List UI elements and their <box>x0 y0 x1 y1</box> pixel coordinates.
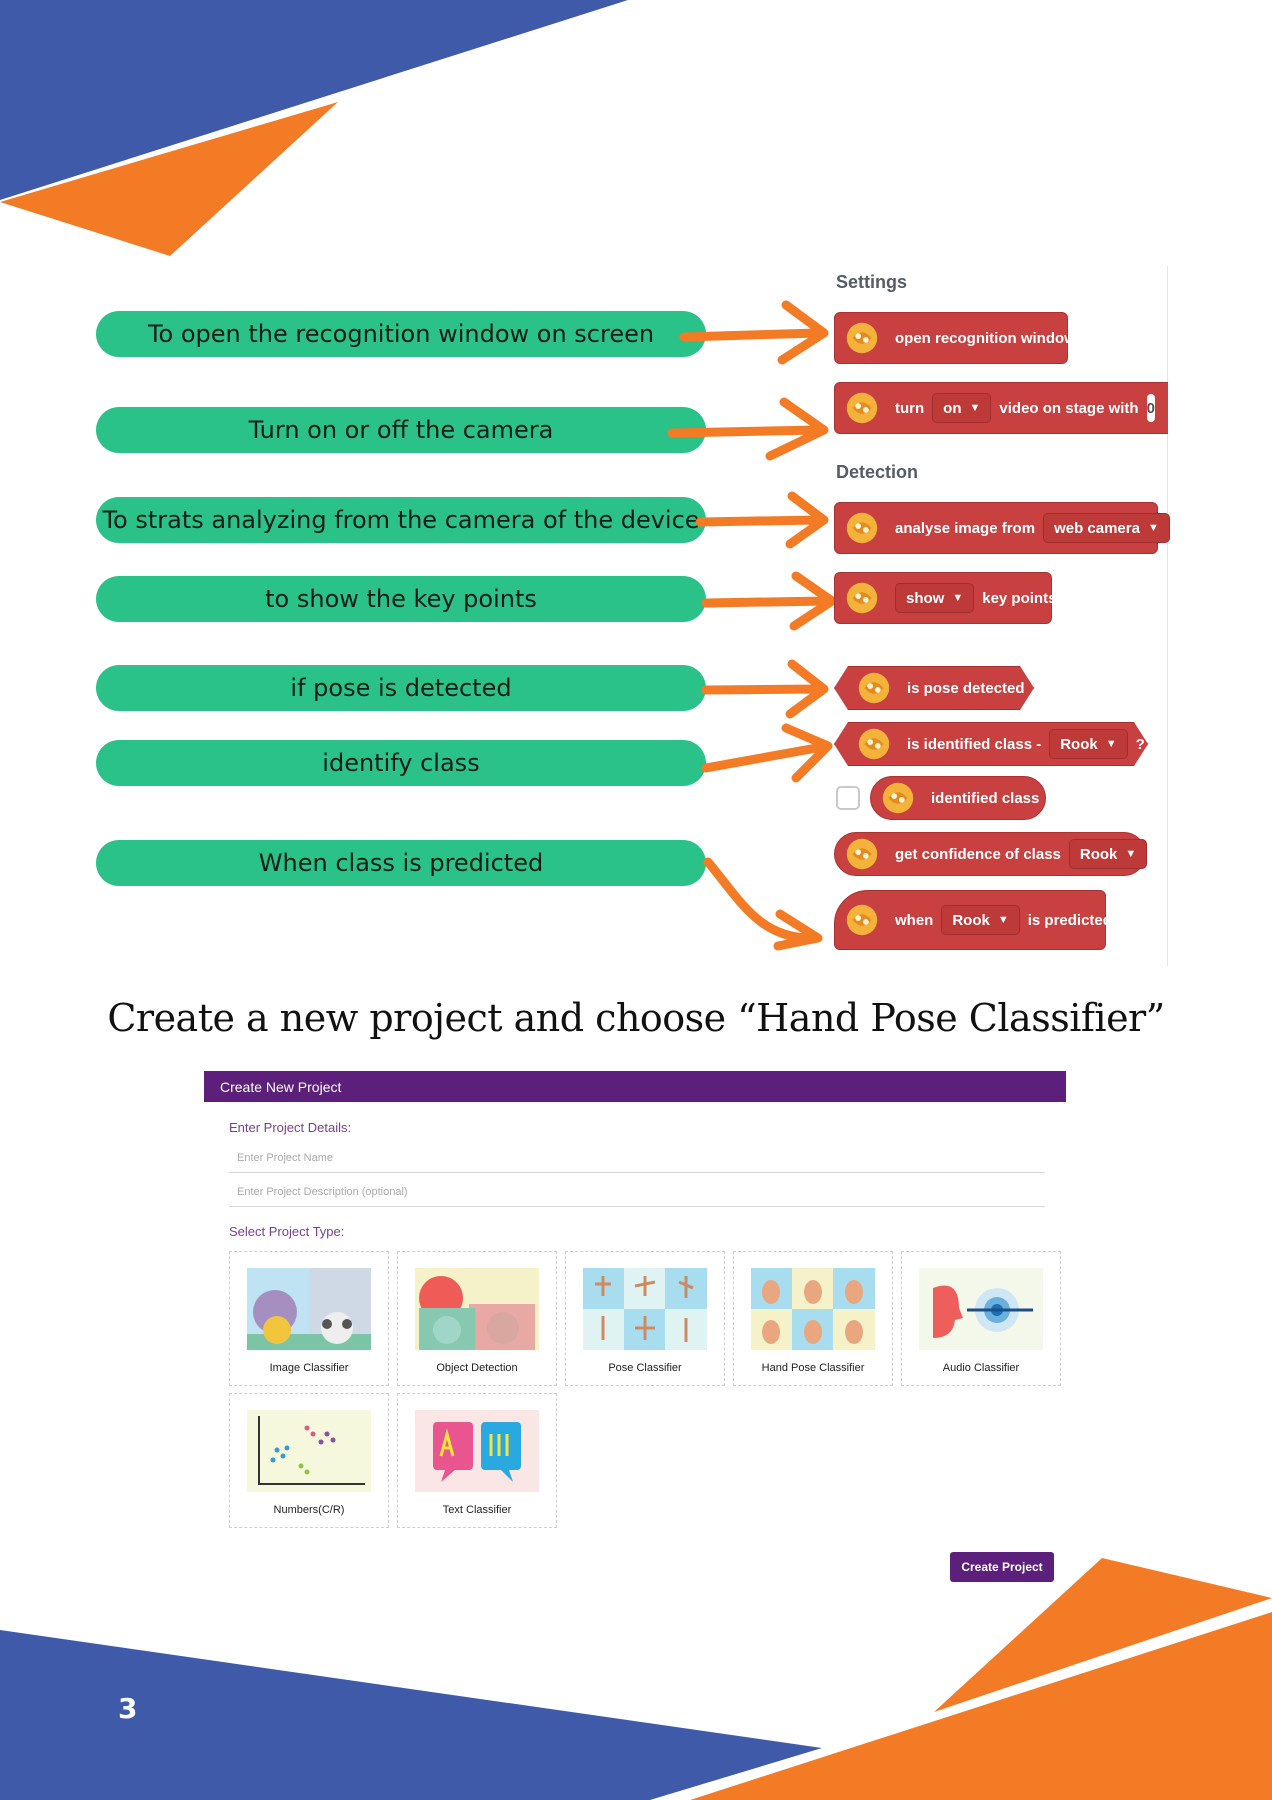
type-card-text-classifier[interactable]: Text Classifier <box>397 1393 557 1528</box>
block-show-key-points[interactable]: show▼ key points <box>834 572 1056 624</box>
identified-class-checkbox[interactable] <box>836 786 860 810</box>
type-card-audio-classifier[interactable]: Audio Classifier <box>901 1251 1061 1386</box>
brain-icon <box>846 392 878 424</box>
object-detection-thumbnail <box>415 1268 539 1350</box>
caret-down-icon: ▼ <box>997 914 1009 926</box>
label-identify-class: identify class <box>96 740 706 786</box>
top-orange-shape <box>0 102 338 256</box>
class-dropdown[interactable]: Rook▼ <box>1049 729 1127 759</box>
block-text: turn <box>895 399 925 417</box>
block-text: is predicted <box>1027 911 1112 929</box>
block-text: key points <box>982 589 1057 607</box>
label-class-predicted: When class is predicted <box>96 840 706 886</box>
project-description-input[interactable] <box>229 1177 1045 1207</box>
block-when-predicted[interactable]: when Rook▼ is predicted <box>834 890 1112 950</box>
caret-down-icon: ▼ <box>1125 848 1137 860</box>
type-caption: Image Classifier <box>269 1362 349 1374</box>
dialog-title: Create New Project <box>204 1071 1066 1102</box>
page-number: 3 <box>118 1692 138 1725</box>
category-detection: Detection <box>836 462 919 482</box>
project-name-input[interactable] <box>229 1143 1045 1173</box>
block-text: identified class <box>931 789 1040 807</box>
brain-icon <box>855 725 893 763</box>
caret-down-icon: ▼ <box>952 592 964 604</box>
numbers-thumbnail <box>247 1410 371 1492</box>
create-project-button[interactable]: Create Project <box>950 1552 1054 1582</box>
type-caption: Object Detection <box>436 1362 518 1374</box>
hand-pose-thumbnail <box>751 1268 875 1350</box>
block-get-confidence[interactable]: get confidence of class Rook▼ <box>834 832 1148 876</box>
category-settings: Settings <box>836 272 908 292</box>
block-identified-class[interactable]: identified class <box>870 776 1046 820</box>
block-text: when <box>895 911 934 929</box>
type-card-hand-pose-classifier[interactable]: Hand Pose Classifier <box>733 1251 893 1386</box>
type-card-numbers[interactable]: Numbers(C/R) <box>229 1393 389 1528</box>
turn-dropdown[interactable]: on▼ <box>932 393 992 423</box>
block-text: is identified class - <box>907 735 1042 753</box>
type-card-pose-classifier[interactable]: Pose Classifier <box>565 1251 725 1386</box>
brain-icon <box>855 669 893 707</box>
arrow-pose <box>701 659 829 719</box>
type-caption: Numbers(C/R) <box>273 1504 345 1516</box>
top-blue-shape <box>0 0 628 200</box>
brain-icon <box>846 838 878 870</box>
block-is-identified-class[interactable]: is identified class - Rook▼ ? <box>834 722 1148 766</box>
block-text: video on stage with <box>999 399 1139 417</box>
label-open-window: To open the recognition window on screen <box>96 311 706 357</box>
type-caption: Hand Pose Classifier <box>761 1362 865 1374</box>
pose-classifier-thumbnail <box>583 1268 707 1350</box>
caret-down-icon: ▼ <box>1105 738 1117 750</box>
type-card-image-classifier[interactable]: Image Classifier <box>229 1251 389 1386</box>
bottom-orange-shape <box>690 1612 1272 1800</box>
block-open-recognition-window[interactable]: open recognition window <box>834 312 1076 364</box>
project-details-label: Enter Project Details: <box>229 1120 352 1135</box>
confidence-class-dropdown[interactable]: Rook▼ <box>1068 839 1148 869</box>
create-project-dialog: Create New Project Enter Project Details… <box>204 1071 1066 1591</box>
block-text: is pose detected <box>907 679 1025 697</box>
source-dropdown[interactable]: web camera▼ <box>1043 513 1170 543</box>
project-type-label: Select Project Type: <box>229 1224 345 1239</box>
arrow-analyse <box>695 491 829 549</box>
block-text: get confidence of class <box>895 845 1061 863</box>
image-classifier-thumbnail <box>247 1268 371 1350</box>
block-turn-video[interactable]: turn on▼ video on stage with 0 <box>834 382 1168 434</box>
type-caption: Audio Classifier <box>942 1362 1020 1374</box>
label-analyse: To strats analyzing from the camera of t… <box>96 497 706 543</box>
label-pose-detected: if pose is detected <box>96 665 706 711</box>
block-text: analyse image from <box>895 519 1036 537</box>
brain-icon <box>846 904 878 936</box>
label-camera: Turn on or off the camera <box>96 407 706 453</box>
show-dropdown[interactable]: show▼ <box>895 583 975 613</box>
type-caption: Text Classifier <box>442 1504 512 1516</box>
caret-down-icon: ▼ <box>1147 522 1159 534</box>
arrow-identify <box>701 723 833 783</box>
arrow-predicted <box>703 857 823 951</box>
page-heading: Create a new project and choose “Hand Po… <box>107 996 1165 1040</box>
brain-icon <box>846 322 878 354</box>
type-card-object-detection[interactable]: Object Detection <box>397 1251 557 1386</box>
caret-down-icon: ▼ <box>969 402 981 414</box>
brain-icon <box>846 512 878 544</box>
brain-icon <box>846 582 878 614</box>
audio-classifier-thumbnail <box>919 1268 1043 1350</box>
when-class-dropdown[interactable]: Rook▼ <box>941 905 1020 935</box>
text-classifier-thumbnail <box>415 1410 539 1492</box>
brain-icon <box>882 782 914 814</box>
block-text: open recognition window <box>895 329 1076 347</box>
arrow-key-points <box>701 571 837 631</box>
block-palette: Settings open recognition window turn on… <box>832 266 1170 966</box>
label-key-points: to show the key points <box>96 576 706 622</box>
block-analyse-image[interactable]: analyse image from web camera▼ <box>834 502 1170 554</box>
block-is-pose-detected[interactable]: is pose detected <box>834 666 1034 710</box>
type-caption: Pose Classifier <box>608 1362 682 1374</box>
block-text: ? <box>1135 735 1145 753</box>
transparency-input[interactable]: 0 <box>1146 394 1155 422</box>
